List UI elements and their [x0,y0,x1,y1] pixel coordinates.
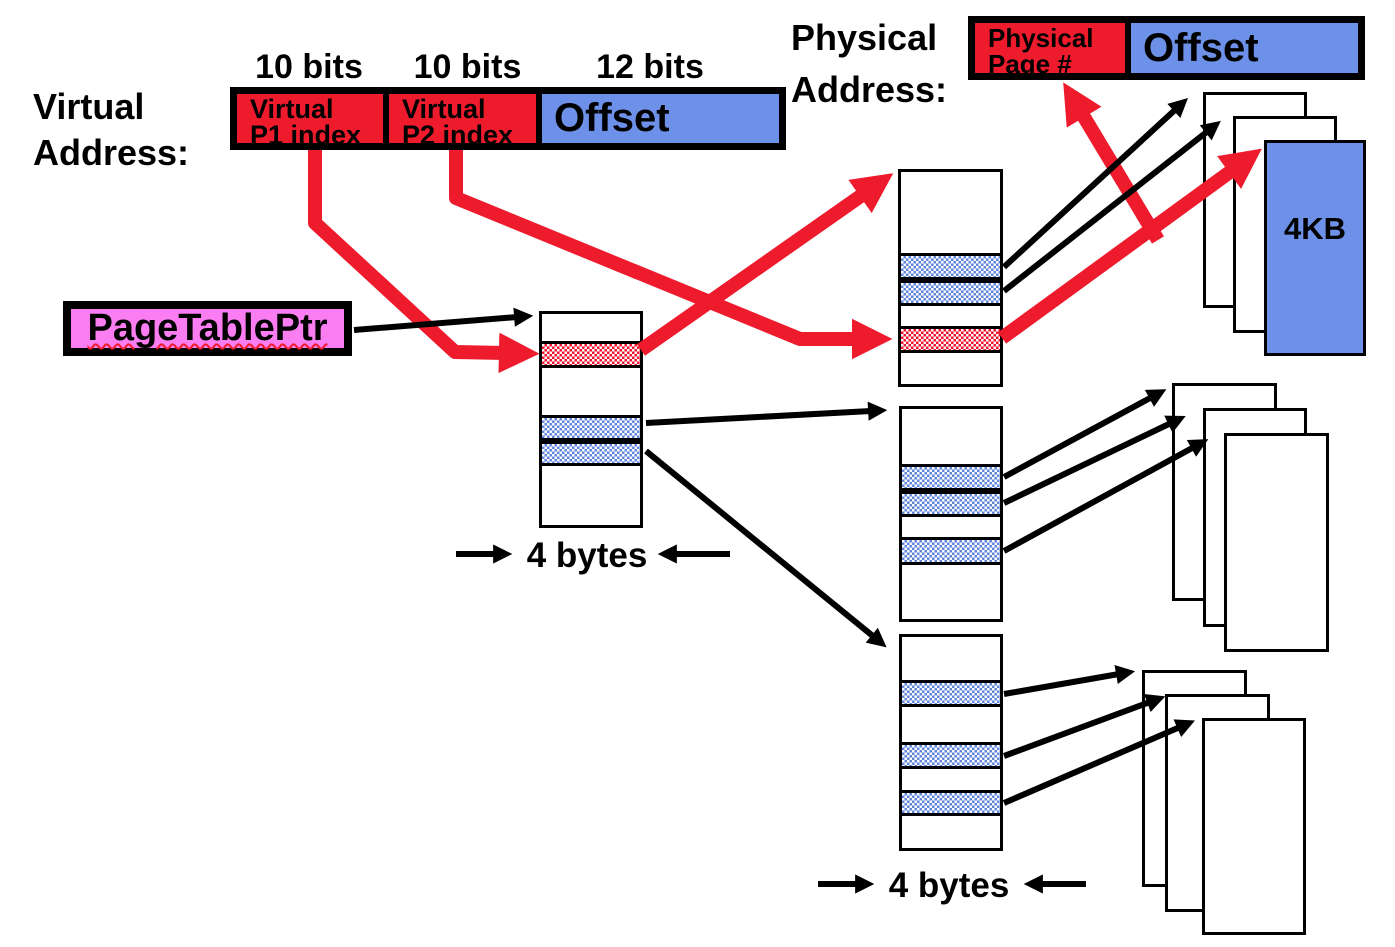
virtual-address-box: Virtual P1 index Virtual P2 index Offset [230,87,786,150]
virtual-p1-index-line2: P1 index [250,120,362,150]
arrow-level1-blue2-to-level2-bottom [644,448,887,648]
physical-page-bot-3 [1202,718,1306,935]
physical-page-4kb: 4KB [1264,140,1366,356]
level2-top-pte-red [901,326,1000,353]
level2-mid-pte-blue-3 [902,537,1000,565]
level1-pte-red [542,341,640,368]
black-pointer-arrows [353,97,1221,894]
virtual-address-label-line2: Address: [33,132,190,173]
arrow-ptr-to-level1-table [353,307,534,333]
physical-page-number-field: Physical Page # [975,23,1131,77]
level2-page-table-top [898,169,1003,387]
p2-bits-label: 10 bits [413,48,522,86]
physical-address-label-line1: Physical [791,17,938,58]
virtual-address-label-line1: Virtual [33,86,145,127]
level2-mid-pte-blue-2 [902,491,1000,517]
offset-bits-label: 12 bits [596,48,704,86]
physical-page-number-line2: Page # [988,49,1072,79]
virtual-address-label: Virtual Address: [33,84,189,176]
arrow-level2-bot-blue2-to-page [1002,693,1166,759]
physical-page-mid-3 [1224,433,1329,652]
level1-page-table [539,311,643,528]
virtual-p1-index-field: Virtual P1 index [237,94,389,149]
level2-mid-pte-blue-1 [902,464,1000,491]
virtual-p2-index-field: Virtual P2 index [389,94,542,149]
arrow-p2-index-to-level2-entry [449,150,893,360]
virtual-p2-index-line2: P2 index [402,120,514,150]
physical-offset-field: Offset [1131,23,1358,73]
level2-entry-size-label: 4 bytes [888,866,1010,905]
level2-bot-pte-blue-3 [902,790,1000,816]
physical-address-label-line2: Address: [791,69,948,110]
level2-page-table-bottom [899,634,1003,851]
level2-page-table-middle [899,406,1003,622]
page-table-ptr-label: PageTablePtr [87,307,328,349]
arrow-to-physical-page-number [1063,82,1164,244]
virtual-p1-index-line1: Virtual [250,94,334,124]
physical-address-box: Physical Page # Offset [968,16,1365,80]
arrow-level2-mid-blue1-to-page [1002,389,1167,480]
physical-page-number-line1: Physical [988,23,1094,53]
arrow-level2-top-blue2-to-page [1002,120,1221,294]
arrow-level2-entry-to-4kb-page [997,148,1262,344]
arrow-level2-top-blue1-to-page [1001,97,1189,270]
level1-entry-size-label: 4 bytes [526,536,648,575]
level1-pte-blue-2 [542,441,640,466]
p1-bits-label: 10 bits [255,48,363,86]
virtual-p2-index-line1: Virtual [402,94,486,124]
arrow-level2-mid-blue3-to-page [1002,439,1209,554]
level2-bot-pte-blue-2 [902,742,1000,769]
page-table-ptr-box: PageTablePtr [63,301,352,356]
arrow-level1-blue1-to-level2-mid [645,401,888,426]
virtual-offset-field: Offset [542,94,779,143]
physical-page-4kb-label: 4KB [1283,211,1346,246]
level2-bot-pte-blue-1 [902,680,1000,707]
arrow-level2-bot-blue1-to-page [1003,665,1136,697]
level1-pte-blue-1 [542,415,640,441]
arrow-level1-entry-to-level2-table [636,173,894,356]
level2-top-pte-blue-2 [901,280,1000,306]
level2-top-pte-blue-1 [901,253,1000,280]
physical-address-label: Physical Address: [791,12,947,116]
arrow-level2-mid-blue2-to-page [1002,415,1186,506]
